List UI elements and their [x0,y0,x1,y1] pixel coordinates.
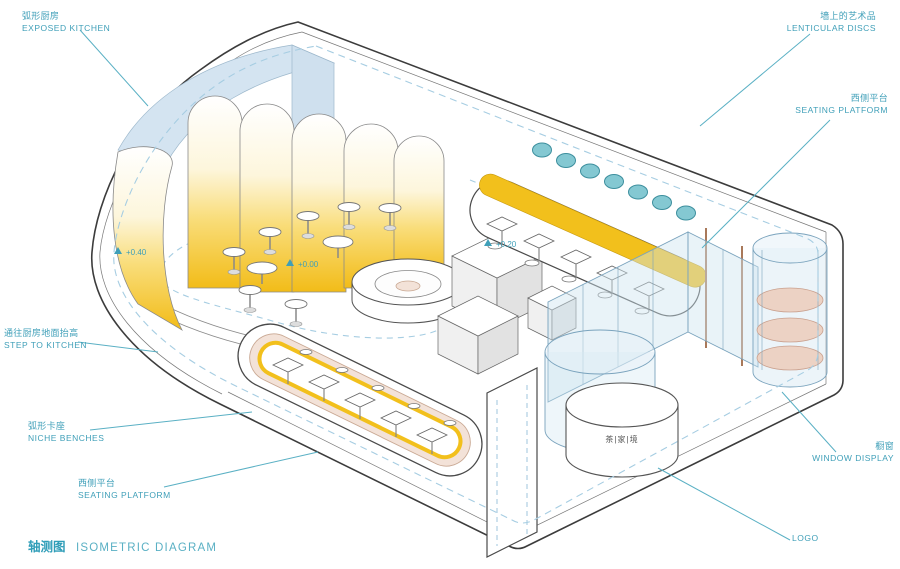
level-marker-icon [484,239,492,246]
level-value: +0.00 [298,260,319,269]
seating-platform-east [469,173,707,317]
label-seating-platform-right: 西侧平台 SEATING PLATFORM [795,92,888,116]
label-window-display-zh: 橱窗 [875,441,894,451]
level-markers: +0.40 +0.00 +0.20 [114,239,517,269]
leader-lines [77,29,837,541]
label-logo: LOGO [792,533,819,545]
logo-kiosk: 茶|家|境 [565,382,679,478]
label-lenticular-discs-zh: 墙上的艺术品 [820,11,876,21]
stools-left [222,202,402,327]
level-marker-icon [114,247,122,254]
label-seating-platform-left: 西侧平台 SEATING PLATFORM [78,477,171,501]
drawing-title-en: ISOMETRIC DIAGRAM [75,542,218,554]
level-value: +0.40 [126,248,147,257]
seating-platform-west [237,323,483,477]
ceiling-dashed-guide [113,45,819,524]
label-logo-en: LOGO [792,533,819,543]
label-niche-benches-zh: 弧形卡座 [28,421,66,431]
label-window-display: 橱窗 WINDOW DISPLAY [812,440,894,464]
label-exposed-kitchen-en: EXPOSED KITCHEN [22,22,111,33]
glass-partitions [547,231,759,403]
label-seating-platform-left-zh: 西侧平台 [78,478,116,488]
label-step-to-kitchen-en: STEP TO KITCHEN [4,339,88,350]
lenticular-discs [532,142,696,221]
window-frame-poles [705,228,743,366]
label-seating-platform-right-zh: 西侧平台 [850,93,888,103]
label-seating-platform-right-en: SEATING PLATFORM [795,104,888,115]
window-display-cylinder [752,232,828,388]
level-marker-icon [286,259,294,266]
label-seating-platform-left-en: SEATING PLATFORM [78,489,171,500]
kiosk-logo-text: 茶|家|境 [605,434,638,444]
label-lenticular-discs-en: LENTICULAR DISCS [786,22,876,33]
label-window-display-en: WINDOW DISPLAY [812,452,894,463]
label-niche-benches-en: NICHE BENCHES [28,432,105,443]
round-banquette [351,258,465,324]
drawing-title-zh: 轴测图 [28,540,66,554]
drawing-title: 轴测图 ISOMETRIC DIAGRAM [28,536,217,556]
label-step-to-kitchen-zh: 通往厨房地面抬高 [4,328,79,338]
label-step-to-kitchen: 通往厨房地面抬高 STEP TO KITCHEN [4,327,87,351]
level-value: +0.20 [496,240,517,249]
label-exposed-kitchen-zh: 弧形厨房 [22,11,60,21]
bottom-pillar [486,367,538,558]
label-exposed-kitchen: 弧形厨房 EXPOSED KITCHEN [22,10,110,34]
label-lenticular-discs: 墙上的艺术品 LENTICULAR DISCS [787,10,876,34]
label-niche-benches: 弧形卡座 NICHE BENCHES [28,420,104,444]
